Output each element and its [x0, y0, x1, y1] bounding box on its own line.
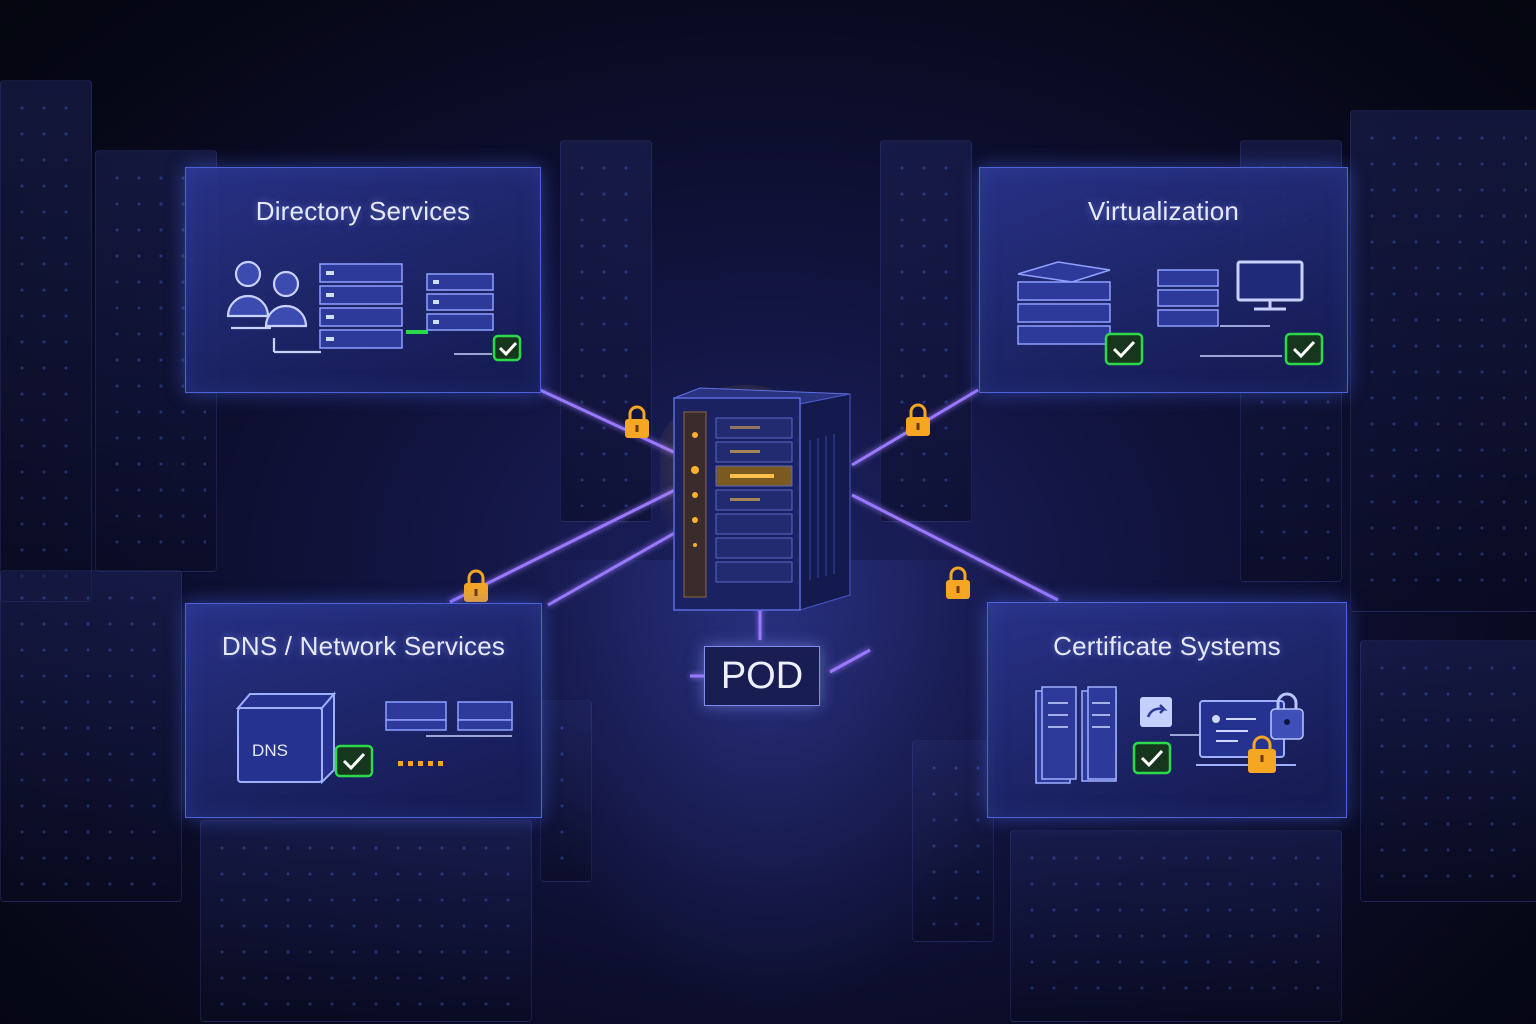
- link-dns: [449, 488, 676, 604]
- lock-icon: [625, 405, 649, 438]
- users-icon: [226, 260, 321, 354]
- dns-box-icon: [235, 691, 337, 785]
- panel-directory-services: Directory Services: [185, 167, 541, 393]
- lock-icon: [906, 403, 930, 436]
- panel-title: DNS / Network Services: [221, 631, 506, 661]
- panel-certificate-systems: Certificate Systems: [987, 602, 1347, 818]
- check-icon: [1132, 741, 1172, 775]
- monitor-icon: [1236, 260, 1304, 311]
- panel-title: Virtualization: [1087, 196, 1240, 226]
- link-certificates: [851, 493, 1059, 602]
- check-icon: [1104, 332, 1144, 366]
- panel-title: Directory Services: [255, 196, 471, 226]
- server-stack-icon: [1017, 261, 1219, 345]
- lock-icon: [464, 569, 488, 602]
- dns-box-label: DNS: [252, 741, 288, 760]
- server-stack-icon: [319, 263, 494, 349]
- check-icon: [1284, 332, 1324, 366]
- link-dns-2: [547, 528, 681, 607]
- pod-label: POD: [704, 646, 820, 706]
- panel-title: Certificate Systems: [1053, 631, 1281, 661]
- share-icon: [1140, 697, 1172, 727]
- pod-server-icon: [660, 385, 851, 611]
- link-directory: [539, 388, 681, 457]
- check-icon: [492, 334, 522, 362]
- floor-glow: [520, 560, 1020, 1020]
- lock-icon: [946, 566, 970, 599]
- panel-dns-network-services: DNS / Network Services DNS: [185, 603, 542, 818]
- lock-icon: [1270, 692, 1304, 740]
- panel-virtualization: Virtualization: [979, 167, 1348, 393]
- lock-icon: [1248, 735, 1276, 773]
- certificate-icon: [1035, 686, 1117, 784]
- link-certificates-2: [829, 648, 871, 674]
- check-icon: [334, 744, 374, 778]
- server-stack-icon: [385, 701, 513, 731]
